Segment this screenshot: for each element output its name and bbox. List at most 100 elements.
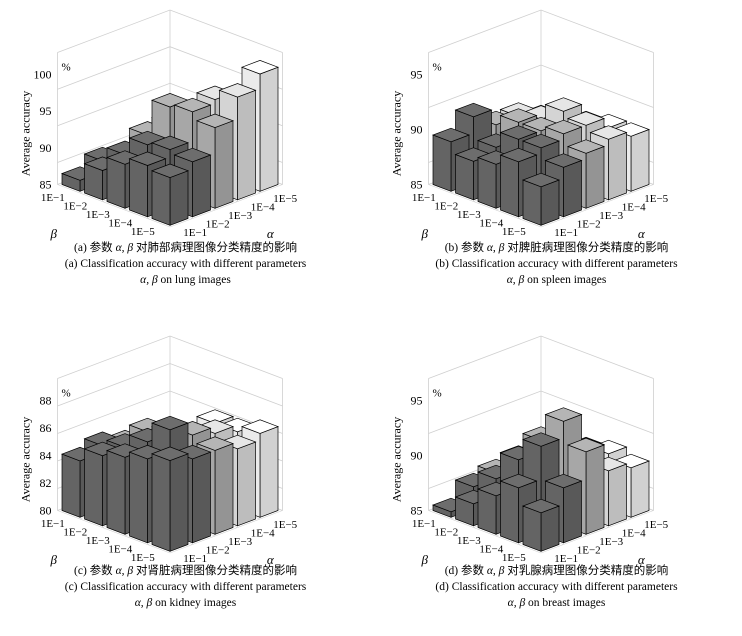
beta-tick-label: 1E−2 (63, 526, 87, 538)
caption-spleen: (b) 参数 α, β 对脾脏病理图像分类精度的影响 (b) Classific… (371, 240, 742, 288)
beta-axis-label: β (50, 552, 58, 567)
bars (432, 97, 650, 226)
caption-cn: (d) 参数 α, β 对乳腺病理图像分类精度的影响 (444, 565, 669, 577)
bars (61, 60, 279, 226)
alpha-tick-label: 1E−2 (206, 544, 230, 556)
alpha-tick-label: 1E−4 (251, 527, 275, 539)
bar-alpha-1E-1-beta-1E-5 (151, 446, 189, 552)
z-tick-label: 90 (411, 123, 423, 137)
bar-alpha-1E-1-beta-1E-5 (522, 498, 560, 552)
alpha-tick-label: 1E−3 (228, 536, 252, 548)
bar-alpha-1E-1-beta-1E-5 (151, 163, 189, 226)
caption-en-line1: (c) Classification accuracy with differe… (64, 581, 307, 593)
alpha-tick-label: 1E−5 (273, 519, 297, 531)
beta-tick-label: 1E−3 (86, 535, 110, 547)
caption-kidney: (c) 参数 α, β 对肾脏病理图像分类精度的影响 (c) Classific… (0, 563, 371, 611)
alpha-tick-label: 1E−3 (599, 536, 623, 548)
z-unit-label: % (433, 388, 442, 400)
caption-en-line2: α, β on kidney images (134, 597, 237, 609)
beta-tick-label: 1E−3 (457, 535, 481, 547)
beta-tick-label: 1E−4 (479, 217, 503, 229)
caption-en-line1: (a) Classification accuracy with differe… (64, 258, 307, 270)
bar-alpha-1E-1-beta-1E-5 (522, 172, 560, 226)
beta-tick-label: 1E−5 (131, 226, 155, 238)
caption-cn: (a) 参数 α, β 对肺部病理图像分类精度的影响 (74, 242, 297, 254)
z-tick-label: 88 (40, 394, 52, 408)
z-tick-label: 84 (40, 449, 52, 463)
z-tick-label: 86 (40, 421, 52, 435)
beta-tick-label: 1E−1 (41, 192, 65, 204)
alpha-tick-label: 1E−2 (206, 218, 230, 230)
z-tick-label: 85 (40, 178, 52, 192)
beta-tick-label: 1E−1 (412, 192, 436, 204)
beta-tick-label: 1E−1 (41, 518, 65, 530)
z-axis-label: Average accuracy (390, 417, 404, 502)
alpha-tick-label: 1E−4 (622, 201, 646, 213)
alpha-tick-label: 1E−2 (577, 544, 601, 556)
caption-en-line2: α, β on breast images (507, 597, 606, 609)
z-tick-label: 85 (411, 178, 423, 192)
alpha-axis-label: α (638, 226, 646, 241)
beta-tick-label: 1E−5 (502, 226, 526, 238)
bars (61, 409, 279, 552)
caption-en-line1: (b) Classification accuracy with differe… (435, 258, 678, 270)
beta-tick-label: 1E−2 (434, 200, 458, 212)
alpha-axis-label: α (267, 552, 275, 567)
z-tick-label: 95 (40, 104, 52, 118)
beta-tick-label: 1E−1 (412, 518, 436, 530)
alpha-tick-label: 1E−4 (251, 201, 275, 213)
beta-axis-label: β (421, 552, 429, 567)
alpha-tick-label: 1E−1 (554, 553, 578, 565)
z-axis-label: Average accuracy (390, 91, 404, 176)
alpha-tick-label: 1E−3 (599, 210, 623, 222)
alpha-tick-label: 1E−3 (228, 210, 252, 222)
z-unit-label: % (62, 388, 71, 400)
bars (432, 407, 650, 552)
alpha-tick-label: 1E−1 (554, 227, 578, 239)
z-tick-label: 82 (40, 476, 52, 490)
beta-tick-label: 1E−2 (63, 200, 87, 212)
caption-en-line2: α, β on spleen images (506, 274, 607, 286)
z-tick-label: 95 (411, 394, 423, 408)
beta-axis-label: β (421, 226, 429, 241)
z-unit-label: % (433, 62, 442, 74)
beta-tick-label: 1E−4 (479, 543, 503, 555)
alpha-axis-label: α (638, 552, 646, 567)
caption-en-line1: (d) Classification accuracy with differe… (435, 581, 678, 593)
beta-tick-label: 1E−2 (434, 526, 458, 538)
alpha-tick-label: 1E−1 (183, 553, 207, 565)
beta-tick-label: 1E−4 (108, 217, 132, 229)
alpha-tick-label: 1E−1 (183, 227, 207, 239)
caption-lung: (a) 参数 α, β 对肺部病理图像分类精度的影响 (a) Classific… (0, 240, 371, 288)
alpha-tick-label: 1E−2 (577, 218, 601, 230)
z-unit-label: % (62, 62, 71, 74)
z-tick-label: 95 (411, 68, 423, 82)
z-tick-label: 90 (411, 449, 423, 463)
alpha-tick-label: 1E−5 (273, 193, 297, 205)
alpha-tick-label: 1E−5 (644, 193, 668, 205)
caption-en-line2: α, β on lung images (140, 274, 231, 286)
z-axis-label: Average accuracy (19, 91, 33, 176)
z-tick-label: 100 (34, 68, 52, 82)
alpha-tick-label: 1E−4 (622, 527, 646, 539)
caption-cn: (b) 参数 α, β 对脾脏病理图像分类精度的影响 (444, 242, 669, 254)
z-tick-label: 80 (40, 504, 52, 518)
caption-cn: (c) 参数 α, β 对肾脏病理图像分类精度的影响 (74, 565, 297, 577)
z-tick-label: 85 (411, 504, 423, 518)
caption-breast: (d) 参数 α, β 对乳腺病理图像分类精度的影响 (d) Classific… (371, 563, 742, 611)
alpha-axis-label: α (267, 226, 275, 241)
beta-tick-label: 1E−5 (131, 552, 155, 564)
z-axis-label: Average accuracy (19, 417, 33, 502)
beta-tick-label: 1E−3 (86, 209, 110, 221)
alpha-tick-label: 1E−5 (644, 519, 668, 531)
beta-tick-label: 1E−3 (457, 209, 481, 221)
beta-tick-label: 1E−4 (108, 543, 132, 555)
